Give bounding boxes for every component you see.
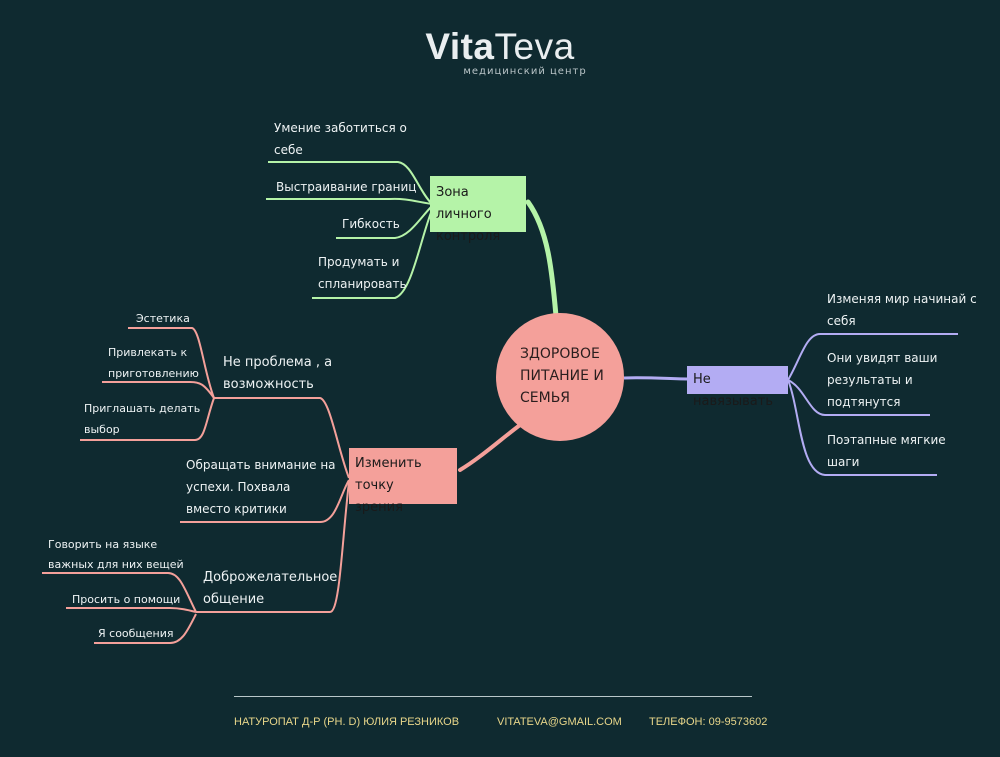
central-topic-line: СЕМЬЯ	[520, 390, 571, 406]
connector-center-control	[525, 199, 559, 319]
control-leaf: Умение заботиться о	[274, 121, 407, 135]
footer-role: НАТУРОПАТ	[234, 716, 299, 728]
impose-leaf: шаги	[827, 455, 860, 469]
logo: VitaTeva медицинский центр	[0, 26, 1000, 77]
control-leaf: Выстраивание границ	[276, 180, 417, 194]
impose-leaf: Изменяя мир начинай с	[827, 292, 977, 306]
control-leaf: Продумать и	[318, 255, 400, 269]
view-sub-success: вместо критики	[186, 502, 287, 516]
footer-phone: ТЕЛЕФОН: 09-9573602	[649, 716, 768, 728]
connector-center-impose	[623, 376, 691, 381]
branch-control-line: Зона личного	[436, 185, 492, 222]
branch-control: Зона личного контроля	[430, 176, 526, 244]
central-topic-line: ЗДОРОВОЕ	[520, 346, 600, 362]
control-leaf: себе	[274, 143, 303, 157]
opportunity-leaf: Приглашать делать	[84, 402, 201, 415]
impose-leaf: результаты и	[827, 373, 913, 387]
opportunity-leaf: Эстетика	[136, 312, 190, 325]
friendly-leaf: Просить о помощи	[72, 593, 181, 606]
view-sub-friendly: общение	[203, 592, 265, 607]
impose-leaf: Поэтапные мягкие	[827, 433, 946, 447]
impose-leaf: подтянутся	[827, 395, 901, 409]
view-sub-opportunity: Не проблема , а	[223, 355, 333, 370]
branch-view: Изменить точку зрения	[349, 448, 457, 515]
friendly-leaf: Говорить на языке	[48, 538, 158, 551]
opportunity-leaf: приготовлению	[108, 367, 199, 380]
impose-leaf-lines	[787, 333, 958, 476]
control-leaf-lines	[266, 161, 433, 299]
friendly-leaf: Я сообщения	[98, 627, 174, 640]
branch-impose-label: Не навязывать	[693, 372, 773, 409]
view-sub-opportunity: возможность	[223, 377, 314, 392]
view-sub-success: успехи. Похвала	[186, 480, 291, 494]
central-topic: ЗДОРОВОЕ ПИТАНИЕ И СЕМЬЯ	[496, 313, 624, 441]
impose-leaf: Они увидят ваши	[827, 351, 938, 365]
view-leaf-lines	[42, 327, 350, 644]
friendly-leaf: важных для них вещей	[48, 558, 184, 571]
logo-wordmark: VitaTeva	[425, 26, 575, 67]
branch-view-line: Изменить точку	[355, 456, 422, 493]
footer-divider	[234, 696, 752, 697]
control-leaf: Гибкость	[342, 217, 400, 231]
impose-leaf: себя	[827, 314, 856, 328]
branch-impose: Не навязывать	[687, 366, 788, 409]
branch-view-line: зрения	[355, 500, 403, 515]
logo-subtitle: медицинский центр	[463, 66, 587, 77]
branch-control-line: контроля	[436, 229, 501, 244]
control-leaf: спланировать	[318, 277, 407, 291]
connector-center-view	[458, 423, 522, 472]
view-sub-success: Обращать внимание на	[186, 458, 336, 472]
opportunity-leaf: выбор	[84, 423, 120, 436]
footer-doctor-name: Д-Р (PH. D) ЮЛИЯ РЕЗНИКОВ	[302, 716, 460, 728]
view-sub-friendly: Доброжелательное	[203, 570, 338, 585]
central-topic-line: ПИТАНИЕ И	[520, 368, 604, 384]
footer-email: VITATEVA@GMAIL.COM	[497, 716, 622, 728]
opportunity-leaf: Привлекать к	[108, 346, 188, 359]
